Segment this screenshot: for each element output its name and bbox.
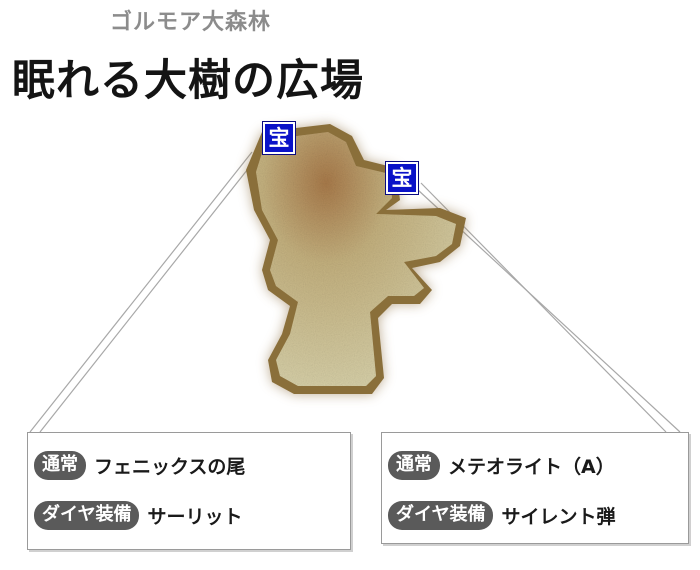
normal-item: フェニックスの尾 — [94, 455, 246, 478]
diamond-loot-row: ダイヤ装備 サイレント弾 — [388, 501, 615, 530]
diamond-item: サーリット — [147, 505, 243, 528]
area-name: ゴルモア大森林 — [110, 10, 272, 35]
diamond-tag: ダイヤ装備 — [388, 501, 494, 530]
chest-label: 宝 — [268, 125, 290, 150]
treasure-chest-icon[interactable]: 宝 — [263, 122, 295, 154]
map-floor — [256, 132, 456, 386]
normal-item: メテオライト（A） — [448, 455, 615, 478]
treasure-info-box: 通常 メテオライト（A） ダイヤ装備 サイレント弾 — [381, 432, 689, 544]
connector-line-1 — [39, 159, 256, 433]
treasure-chest-icon[interactable]: 宝 — [386, 162, 418, 194]
normal-tag: 通常 — [388, 451, 440, 480]
diamond-loot-row: ダイヤ装備 サーリット — [34, 501, 242, 530]
diamond-item: サイレント弾 — [501, 505, 616, 528]
place-name: 眠れる大樹の広場 — [12, 56, 364, 106]
normal-loot-row: 通常 メテオライト（A） — [388, 451, 615, 480]
treasure-info-box: 通常 フェニックスの尾 ダイヤ装備 サーリット — [27, 432, 351, 550]
normal-loot-row: 通常 フェニックスの尾 — [34, 451, 245, 480]
chest-label: 宝 — [391, 165, 413, 190]
diamond-tag: ダイヤ装備 — [34, 501, 140, 530]
normal-tag: 通常 — [34, 451, 86, 480]
connector-line-1b — [29, 151, 253, 433]
